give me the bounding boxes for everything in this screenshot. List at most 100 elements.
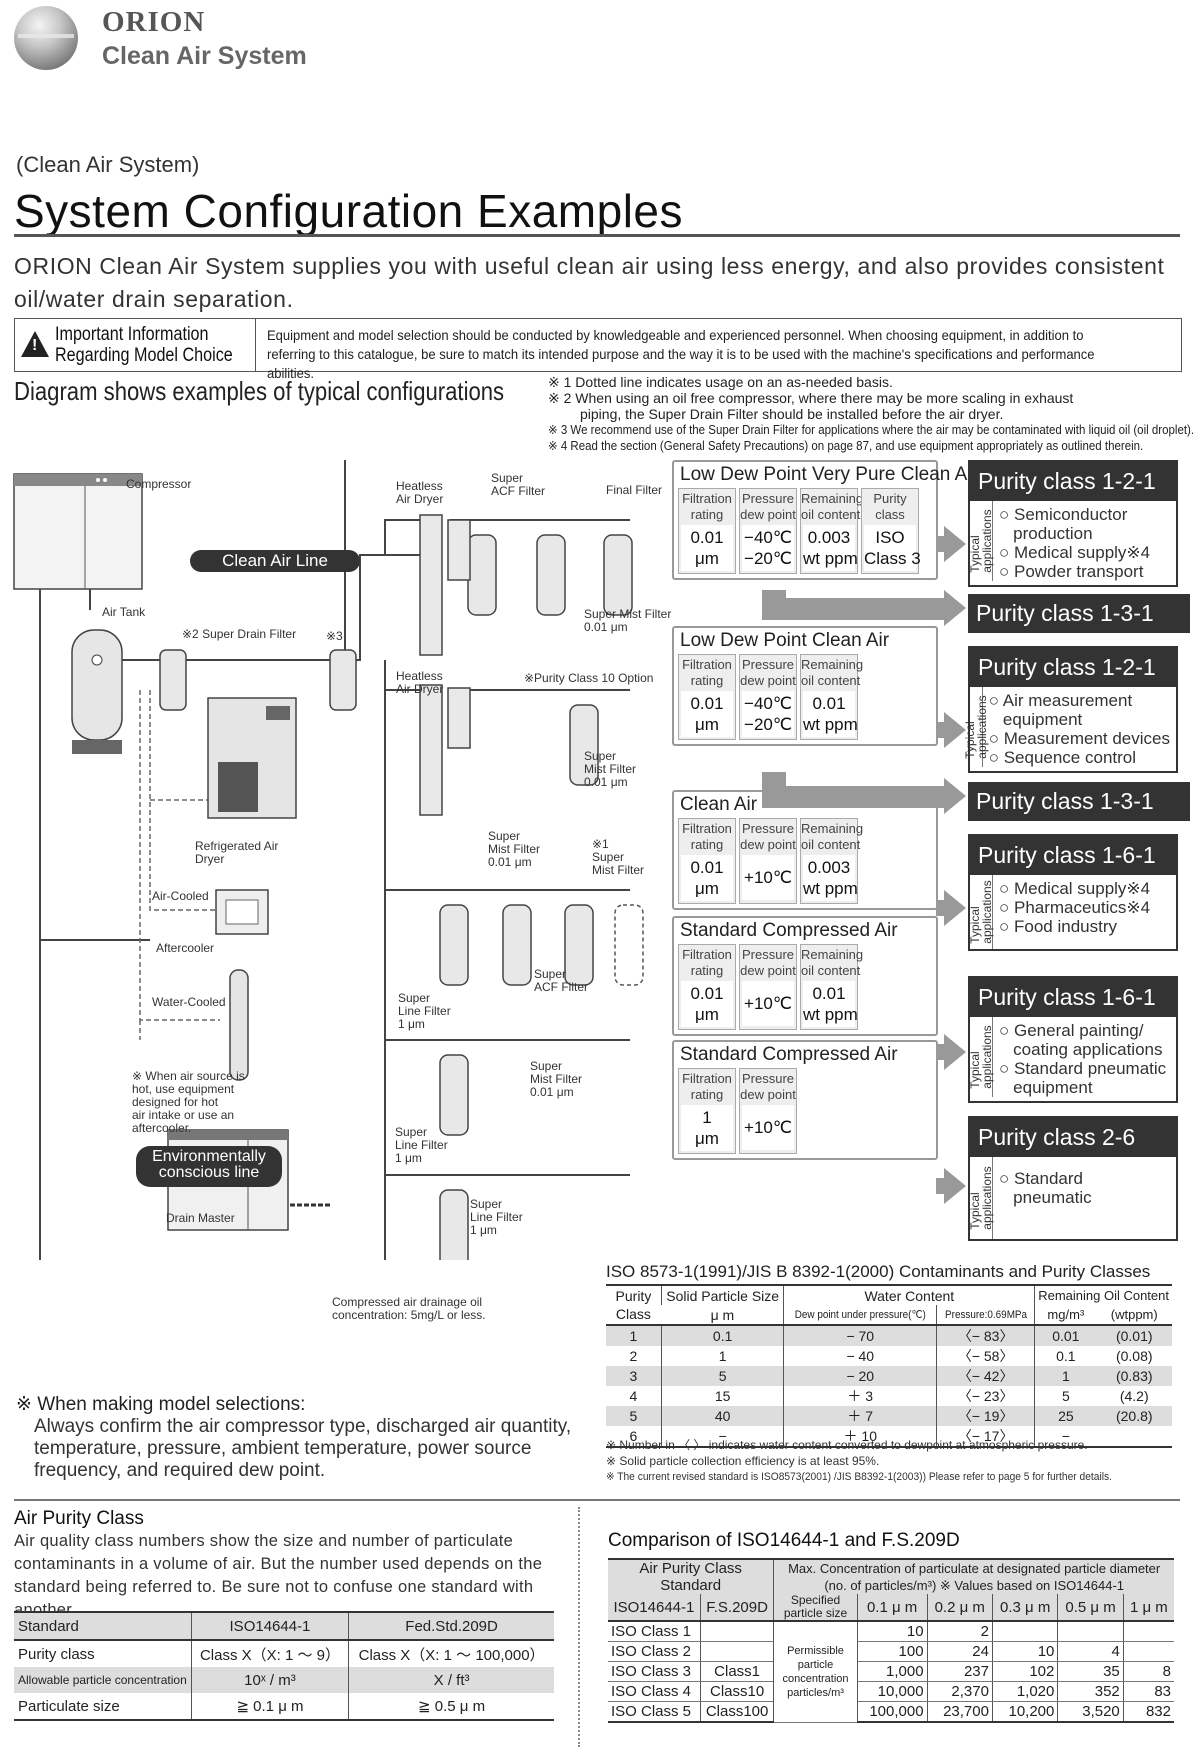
comparison-fs-class: [699, 1641, 774, 1662]
quality-spec-column: Pressure dew point+10℃: [739, 818, 797, 904]
iso-table-cell: − 40: [783, 1346, 937, 1366]
iso-table-cell: (0.01): [1096, 1325, 1172, 1346]
iso-table-cell: 0.01: [1034, 1325, 1097, 1346]
comparison-permissible-label: Permissible particle concentration parti…: [773, 1621, 858, 1723]
super-line-filter-3-label: Super Line Filter 1 μm: [470, 1197, 523, 1237]
iso-table-cell: ＋ 10: [783, 1426, 937, 1448]
application-item: ○ Pharmaceutics※4: [999, 898, 1151, 917]
section-label: (Clean Air System): [16, 152, 200, 177]
quality-spec-value: 1 μm: [681, 1105, 733, 1151]
air-purity-cell: X / ft³: [348, 1667, 554, 1693]
super-mist-filter-3-label: Super Mist Filter 0.01 μm: [488, 829, 540, 869]
quality-spec-value: 0.01 wt ppm: [803, 691, 858, 737]
iso-table-cell: (20.8): [1096, 1406, 1172, 1426]
iso-table-cell: (4.2): [1119, 1388, 1149, 1404]
application-item: coating applications: [999, 1040, 1163, 1059]
iso-table-cell: 2: [629, 1348, 638, 1364]
compressor-label: Compressor: [126, 477, 192, 491]
quality-spec-value: 0.003 wt ppm: [803, 525, 858, 571]
iso-note-3: ※ The current revised standard is ISO857…: [606, 1471, 1112, 1483]
quality-box-title: Standard Compressed Air: [680, 920, 898, 941]
iso-table-cell: 〈− 42〉: [936, 1366, 1035, 1386]
diagram-heading: Diagram shows examples of typical config…: [14, 376, 505, 406]
comparison-iso-class: ISO Class 5: [608, 1701, 701, 1723]
quality-spec-header: Filtration rating: [682, 821, 732, 852]
iso-table-cell: 6: [606, 1426, 662, 1448]
iso-table-cell: [1096, 1426, 1172, 1448]
arrow-stem: [762, 598, 944, 620]
cmp-header-size-3: 0.5 μ m: [1057, 1594, 1124, 1622]
column-divider: [578, 1507, 581, 1747]
important-info-header: ! Important Information Regarding Model …: [15, 319, 256, 371]
drain-master-label: Drain Master: [166, 1211, 235, 1225]
iso-table-cell: − 70: [783, 1325, 937, 1346]
quality-spec-value: −40℃ −20℃: [742, 525, 794, 571]
quality-spec-header: Pressure dew point: [740, 947, 796, 978]
cmp-header-size-4: 1 μ m: [1122, 1594, 1174, 1622]
note-2-cont: piping, the Super Drain Filter should be…: [580, 406, 1004, 422]
iso-header-solid: Solid Particle Size: [660, 1284, 784, 1305]
iso-table-cell: 40: [660, 1406, 784, 1426]
comparison-fs-class: Class1: [699, 1661, 774, 1682]
note-3: ※ 3 We recommend use of the Super Drain …: [548, 423, 1194, 437]
iso-table-cell: 1: [1034, 1366, 1097, 1386]
quality-box-title: Standard Compressed Air: [680, 1044, 898, 1065]
air-purity-cell: Class X（X: 1 ～ 100,000）: [348, 1640, 554, 1667]
comparison-value: 10: [856, 1621, 928, 1642]
quality-spec-column: Pressure dew point−40℃ −20℃: [739, 488, 797, 574]
comparison-title: Comparison of ISO14644-1 and F.S.209D: [608, 1530, 960, 1551]
iso-table-cell: 〈− 17〉: [936, 1426, 1035, 1448]
super-line-filter-2-label: Super Line Filter 1 μm: [395, 1125, 448, 1165]
application-item: ○ Medical supply※4: [999, 543, 1151, 562]
iso-header-oil-b: (wtppm): [1096, 1305, 1172, 1326]
iso-header-oil: Remaining Oil Content: [1034, 1284, 1172, 1305]
comparison-value: [1122, 1641, 1174, 1662]
application-item: equipment: [988, 710, 1083, 729]
quality-spec-header: Purity class: [873, 491, 907, 522]
air-purity-row: Particulate size≧ 0.1 μ m≧ 0.5 μ m: [14, 1693, 554, 1721]
comparison-value: 2: [926, 1621, 993, 1642]
iso-note-1: ※ Number in 〈 〉 indicates water content …: [606, 1438, 1088, 1452]
comparison-value: [1122, 1621, 1174, 1642]
iso-table-cell: 〈− 23〉: [936, 1386, 1035, 1406]
application-list: ○ Air measurement equipment○ Measurement…: [983, 687, 1176, 771]
comparison-value: 100,000: [856, 1701, 928, 1723]
comparison-value: 832: [1122, 1701, 1174, 1723]
arrow-stem: [936, 1178, 946, 1194]
application-item: ○ Semiconductor: [999, 505, 1128, 524]
air-purity-cell: Purity class: [18, 1645, 95, 1663]
iso-table-cell: ＋ 3: [783, 1386, 937, 1406]
note-1: ※ 1 Dotted line indicates usage on an as…: [548, 374, 893, 390]
refrigerated-dryer-label: Refrigerated Air Dryer: [195, 839, 279, 866]
air-purity-cell: ≧ 0.5 μ m: [348, 1693, 554, 1721]
quality-spec-header: Filtration rating: [682, 657, 732, 688]
iso-purity-table: Purity Class Solid Particle Size Water C…: [606, 1284, 1172, 1448]
air-purity-text: Air quality class numbers show the size …: [14, 1532, 543, 1619]
cmp-header-size-1: 0.2 μ m: [926, 1594, 993, 1622]
comparison-fs-class: [699, 1621, 774, 1642]
iso-table-cell: 0.1: [1034, 1346, 1097, 1366]
quality-spec-value: −40℃ −20℃: [742, 691, 794, 737]
page-title: System Configuration Examples: [14, 185, 684, 237]
heatless-dryer-2-label: Heatless Air Dryer: [396, 669, 444, 696]
arrow-stem: [936, 722, 946, 738]
application-item: ○ Sequence control: [988, 748, 1137, 767]
comparison-value: 102: [991, 1661, 1058, 1682]
super-acf-filter-mid-label: Super ACF Filter: [534, 967, 588, 994]
comparison-value: 10,200: [991, 1701, 1058, 1723]
quality-spec-value: +10℃: [742, 855, 794, 900]
quality-spec-value: ISO Class 3: [864, 525, 921, 571]
iso-table-cell: 〈− 83〉: [936, 1325, 1035, 1346]
quality-spec-header: Remaining oil content: [801, 821, 864, 852]
iso-note-2: ※ Solid particle collection efficiency i…: [606, 1454, 880, 1468]
cmp-header-spec: Specified particle size: [773, 1594, 858, 1622]
quality-spec-value: 0.01 μm: [681, 691, 733, 737]
drain-note: Compressed air drainage oil concentratio…: [332, 1295, 486, 1322]
iso-table-cell: − 20: [783, 1366, 937, 1386]
